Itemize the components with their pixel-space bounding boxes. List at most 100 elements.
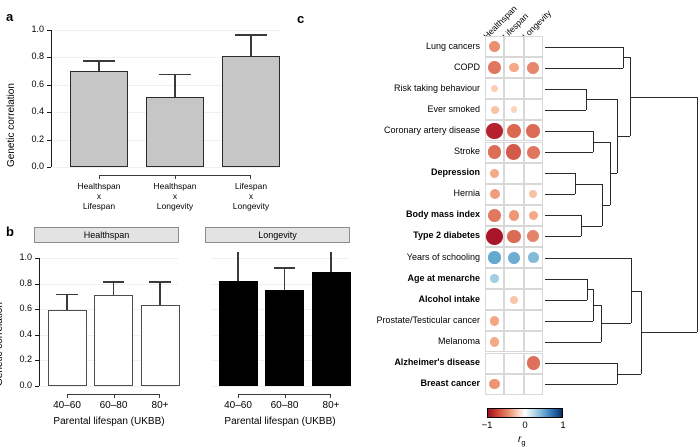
bar [70, 71, 128, 167]
matrix-cell [504, 183, 524, 205]
grid-line [211, 283, 349, 285]
error-bar-cap [56, 293, 78, 296]
row-label: Type 2 diabetes [413, 230, 480, 241]
x-axis-tick-label: 80+ [322, 400, 340, 411]
y-axis-tick [35, 309, 39, 311]
panel-a-letter: a [6, 9, 14, 24]
dendrogram-link [585, 99, 617, 101]
dendrogram-link [544, 130, 593, 132]
matrix-cell [504, 373, 524, 395]
colorbar-tick-label: 0 [522, 420, 528, 431]
dendrogram-link [544, 236, 581, 238]
row-label: Depression [430, 167, 480, 178]
y-axis-tick [47, 84, 51, 86]
matrix-cell [523, 310, 543, 332]
matrix-dot [488, 61, 502, 75]
matrix-cell [504, 331, 524, 353]
dendrogram-link [592, 305, 601, 306]
y-axis-tick-label: 0.6 [19, 303, 32, 314]
matrix-dot [490, 337, 500, 347]
grid-line [52, 57, 280, 59]
dendrogram-link [609, 173, 617, 175]
y-axis-tick-label: 0.0 [19, 380, 32, 390]
bar [265, 290, 304, 386]
row-label: Body mass index [405, 209, 480, 220]
x-axis-tick-label: 60–80 [99, 400, 128, 411]
error-bar-cap [102, 281, 125, 283]
dendrogram-link [600, 305, 602, 342]
row-label: Breast cancer [420, 378, 480, 389]
dendrogram-link [544, 67, 623, 69]
y-axis-title: Genetic correlation [6, 83, 17, 167]
error-bar-line [112, 281, 115, 296]
y-axis-tick-label: 0.6 [31, 78, 44, 89]
error-bar-line [174, 73, 176, 98]
matrix-dot [487, 145, 502, 159]
bar [218, 281, 258, 386]
matrix-cell [485, 289, 505, 311]
y-axis-tick-label: 0.8 [31, 51, 44, 62]
matrix-dot [490, 274, 499, 283]
row-label: Melanoma [437, 335, 480, 346]
y-axis-tick [47, 167, 51, 168]
y-axis-tick [35, 258, 39, 259]
grid-line [40, 258, 178, 259]
dendrogram-link [544, 320, 593, 322]
error-bar-cap [235, 34, 267, 36]
matrix-cell [504, 310, 524, 332]
dendrogram-link [640, 332, 697, 333]
bar [140, 305, 180, 386]
error-bar-cap [149, 281, 171, 283]
matrix-dot [488, 251, 501, 264]
matrix-cell [523, 331, 543, 353]
y-axis-tick-label: 0.8 [19, 277, 32, 288]
row-label: Years of schooling [406, 251, 480, 262]
y-axis-tick [35, 283, 39, 285]
dendrogram-link [601, 183, 603, 226]
matrix-dot [486, 122, 504, 140]
error-bar-cap [83, 60, 115, 62]
dendrogram-link [629, 96, 697, 98]
matrix-dot [488, 208, 502, 222]
panel-c-letter: c [297, 11, 305, 26]
matrix-dot [528, 252, 539, 263]
y-axis-tick-label: 0.2 [31, 133, 44, 144]
dendrogram-link [544, 257, 631, 259]
y-axis-tick [35, 360, 39, 362]
dendrogram-link [544, 278, 587, 280]
matrix-cell [504, 78, 524, 100]
row-label: Hernia [453, 188, 480, 199]
dendrogram-link [586, 289, 593, 291]
matrix-dot [509, 63, 519, 73]
x-axis-tick-label: 40–60 [53, 400, 81, 411]
x-axis-title: Parental lifespan (UKBB) [224, 416, 336, 427]
y-axis-tick-label: 0.4 [31, 106, 44, 117]
bar [94, 295, 133, 386]
error-bar-cap [273, 266, 296, 269]
y-axis-tick [47, 112, 51, 114]
dendrogram-link [600, 323, 631, 325]
matrix-dot [489, 316, 500, 326]
matrix-cell [504, 162, 524, 184]
matrix-dot [510, 106, 518, 114]
matrix-dot [489, 40, 501, 53]
matrix-dot [486, 228, 504, 245]
bar [47, 310, 87, 386]
colorbar-tick-label: −1 [481, 420, 493, 431]
facet-strip-healthspan: Healthspan [34, 227, 179, 243]
category-label-line: Longevity [232, 201, 270, 211]
dendrogram-link [544, 215, 581, 217]
category-label-line: x [96, 191, 102, 201]
dendrogram-link [574, 183, 602, 185]
matrix-dot [529, 190, 538, 199]
matrix-dot [491, 85, 499, 93]
dendrogram-link [544, 152, 593, 153]
row-label: Stroke [453, 146, 480, 157]
dendrogram-link [580, 225, 602, 227]
matrix-dot [508, 210, 520, 221]
facet-strip-longevity: Longevity [205, 227, 350, 243]
dendrogram-link [544, 194, 575, 196]
error-bar-line [283, 266, 286, 290]
matrix-cell [523, 289, 543, 311]
